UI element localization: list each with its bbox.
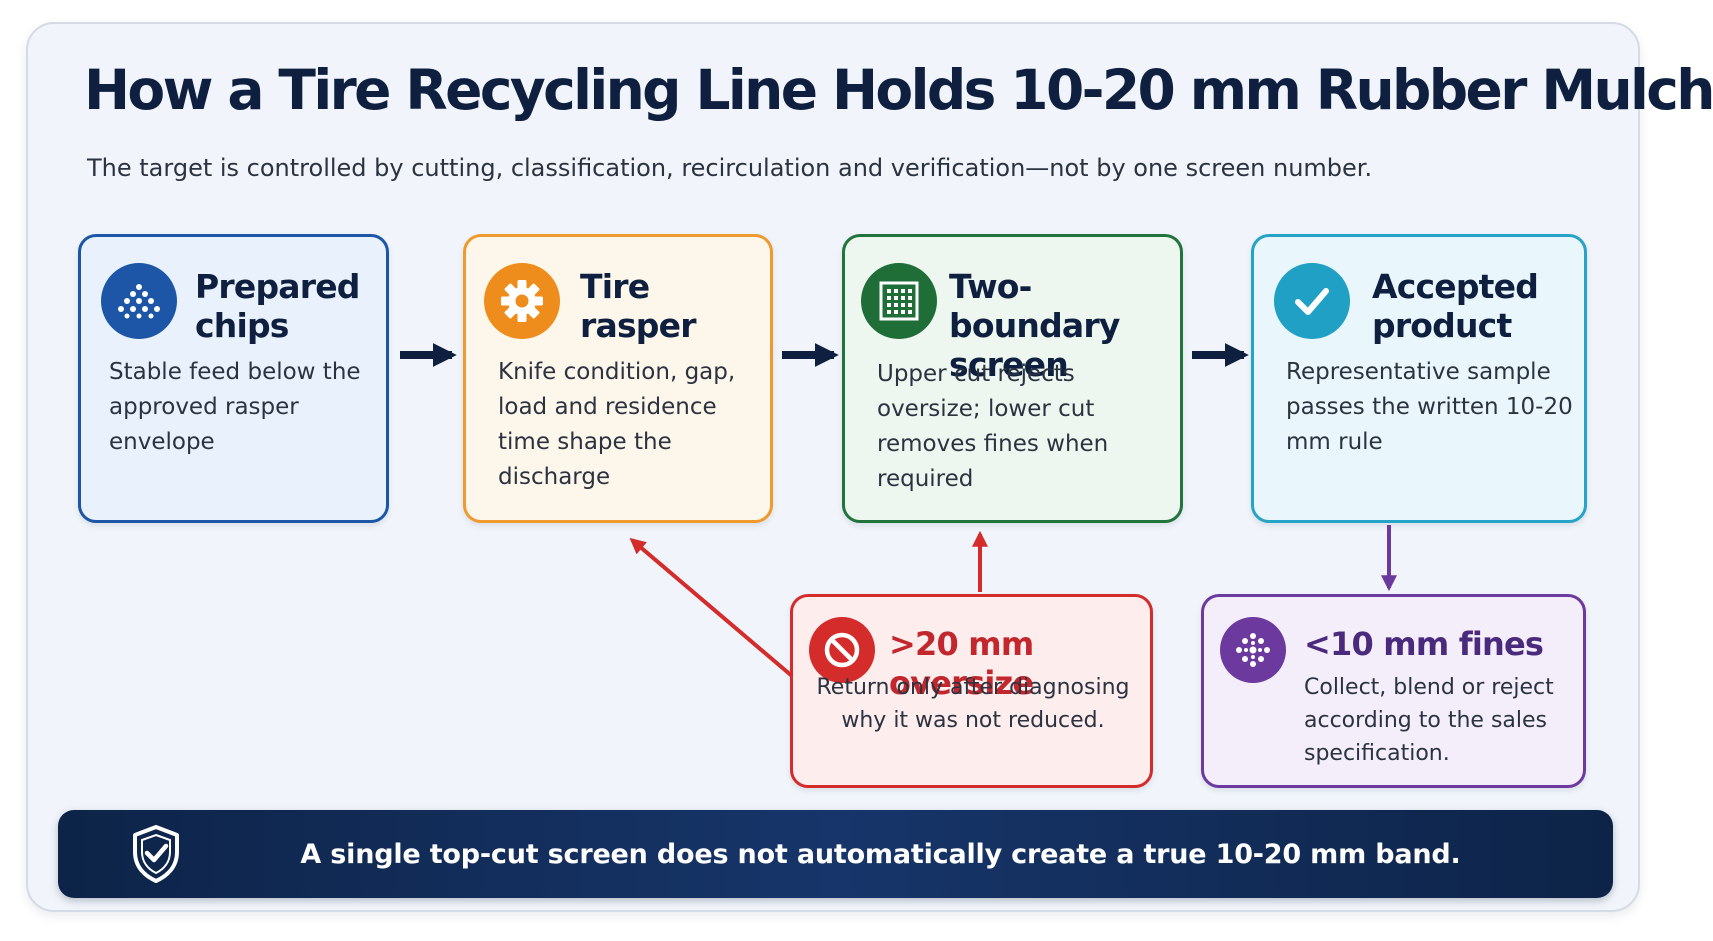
fines-title: <10 mm fines xyxy=(1304,625,1544,663)
checkmark-icon xyxy=(1274,263,1350,339)
fines-desc: Collect, blend or reject according to th… xyxy=(1304,675,1554,766)
step-desc-accepted-product: Representative sample passes the written… xyxy=(1286,359,1573,455)
screen-mesh-icon xyxy=(861,263,937,339)
warning-banner: A single top-cut screen does not automat… xyxy=(58,810,1613,898)
gear-icon xyxy=(484,263,560,339)
oversize-title: >20 mm oversize xyxy=(889,625,1034,702)
step-desc-tire-rasper: Knife condition, gap, load and residence… xyxy=(498,359,736,490)
flow-arrows xyxy=(400,343,1397,678)
particles-icon xyxy=(1220,617,1286,683)
chips-pile-icon xyxy=(101,263,177,339)
page-subtitle: The target is controlled by cutting, cla… xyxy=(87,154,1373,182)
arrow-oversize-to-rasper xyxy=(629,537,794,678)
page-title: How a Tire Recycling Line Holds 10-20 mm… xyxy=(84,58,1713,122)
fines-card: <10 mm fines Collect, blend or reject ac… xyxy=(1201,594,1586,788)
step-desc-two-boundary-screen: Upper cut rejects oversize; lower cut re… xyxy=(877,361,1109,492)
oversize-desc: Return only after diagnosing why it was … xyxy=(816,675,1130,733)
oversize-card: >20 mm oversize Return only after diagno… xyxy=(790,594,1153,788)
shield-check-icon xyxy=(130,824,182,888)
step-desc-prepared-chips: Stable feed below the approved rasper en… xyxy=(109,359,361,455)
no-symbol-icon xyxy=(809,617,875,683)
banner-text: A single top-cut screen does not automat… xyxy=(300,838,1461,870)
